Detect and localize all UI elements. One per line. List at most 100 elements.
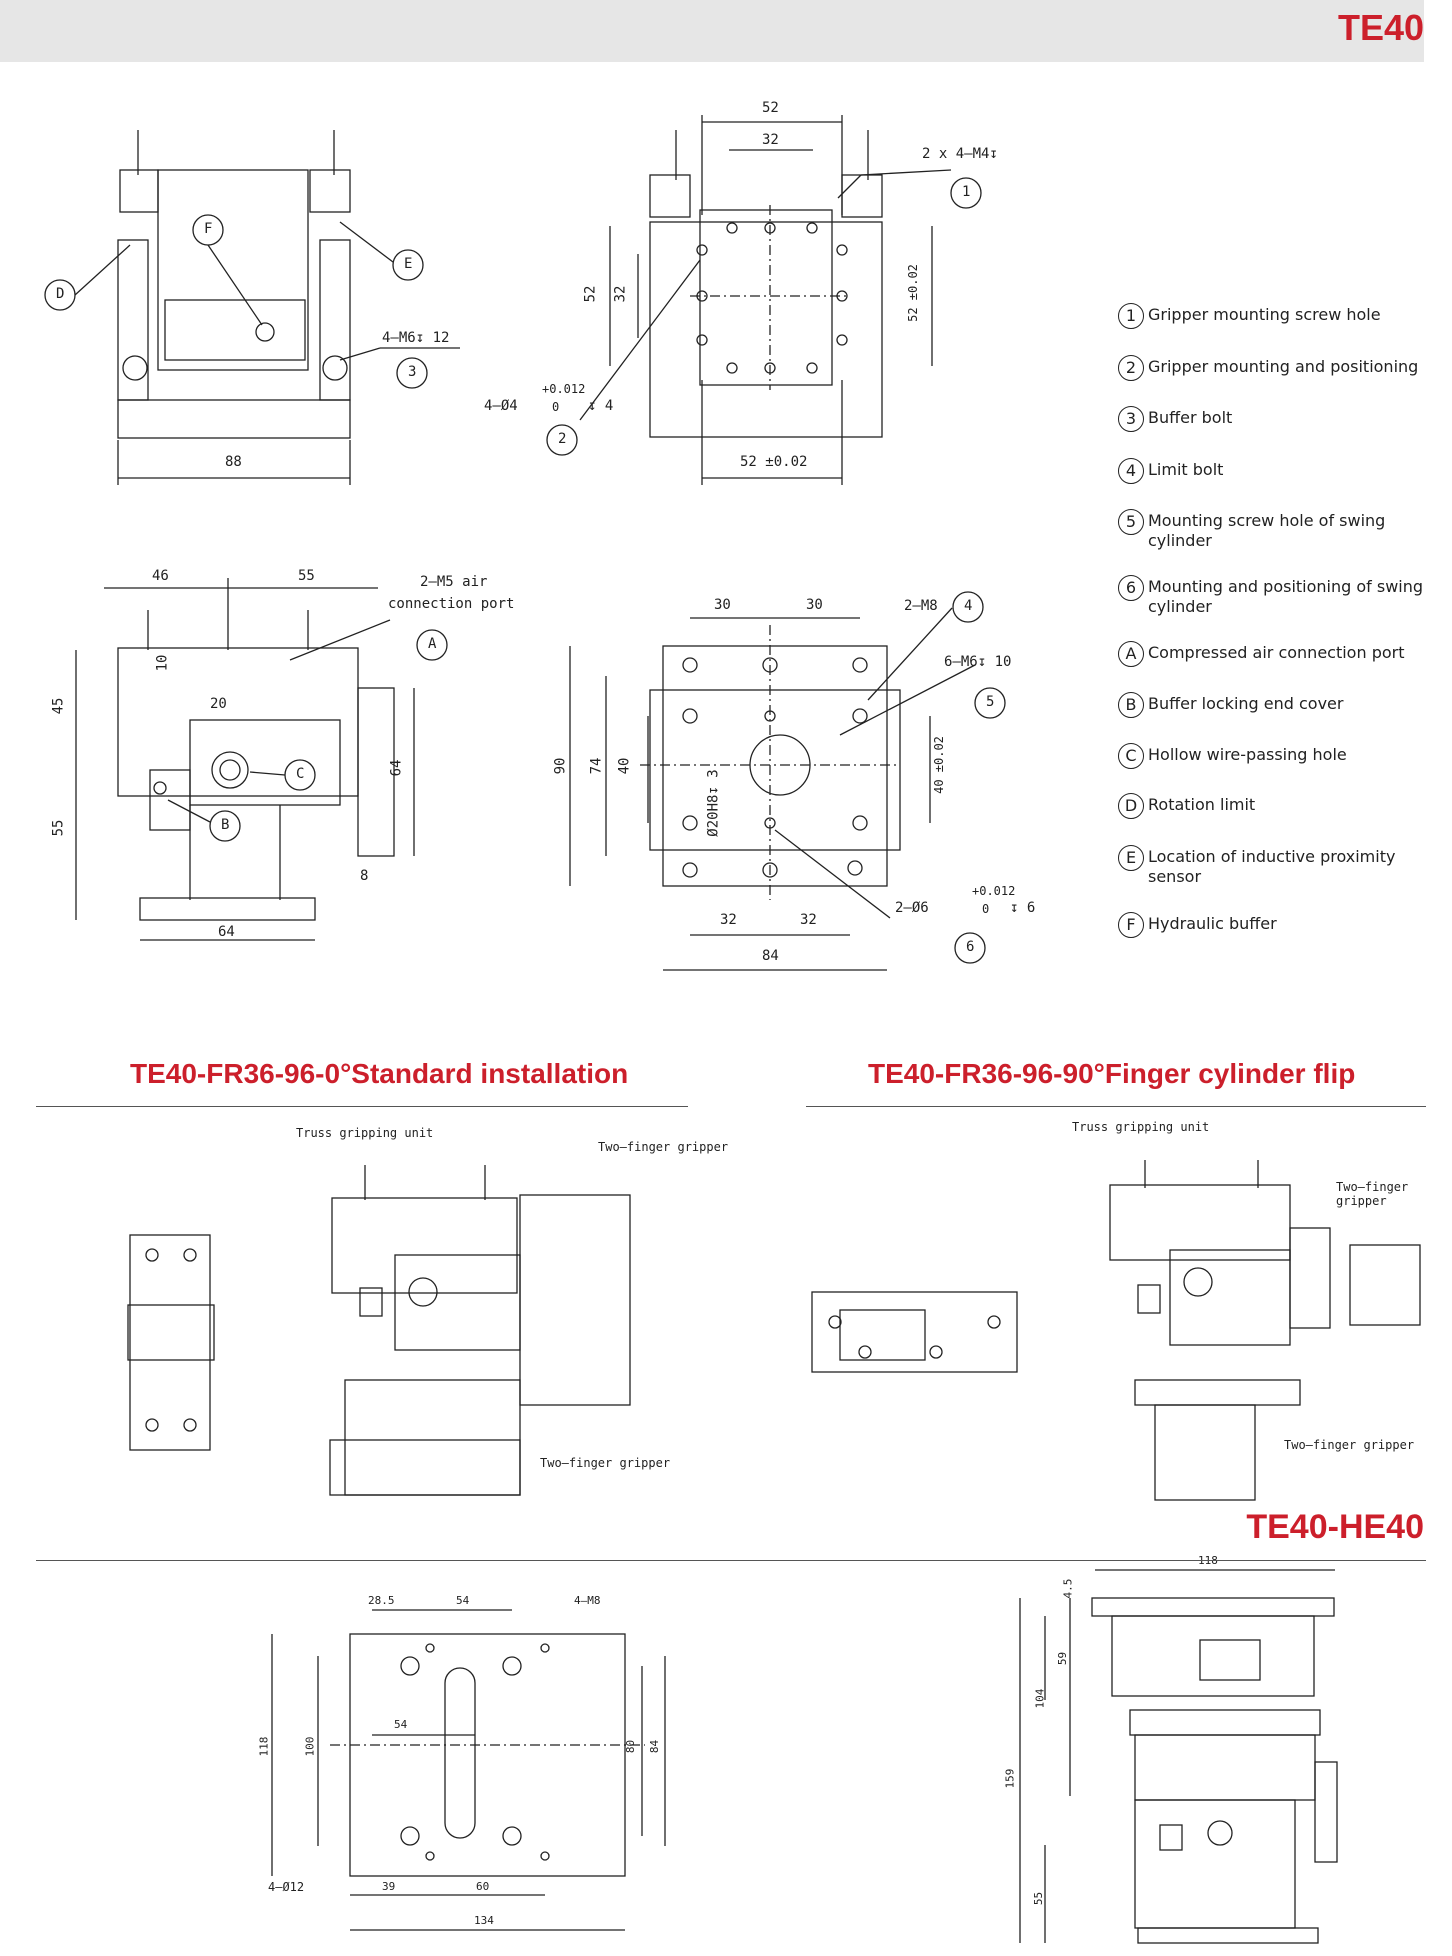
top-callout-m4: 2 x 4—M4↧ [922, 146, 998, 162]
front-callout-m6: 4—M6↧ 12 [382, 330, 450, 346]
legend-text: Limit bolt [1148, 460, 1224, 479]
divider [806, 1106, 1426, 1107]
legend-text: Mounting and positioning of swing cylind… [1148, 577, 1424, 616]
legend-item: 3 Buffer bolt [1118, 406, 1438, 432]
he40-plate-dim-84: 84 [648, 1739, 662, 1754]
legend-marker: 5 [1118, 509, 1144, 535]
legend-item: F Hydraulic buffer [1118, 912, 1438, 938]
standard-gripper-label-2: Two—finger gripper [540, 1456, 671, 1470]
he40-plate-dim-134: 134 [474, 1914, 494, 1927]
flip-truss-label: Truss gripping unit [1072, 1120, 1210, 1134]
legend-text: Hollow wire-passing hole [1148, 745, 1347, 764]
flip-gripper-label-2: Two—finger gripper [1284, 1438, 1415, 1452]
base-label-5: 5 [986, 694, 995, 710]
he40-plate-dim-80: 80 [624, 1739, 638, 1754]
legend-text: Rotation limit [1148, 795, 1256, 814]
flip-gripper-label-1: Two—finger gripper [1336, 1180, 1409, 1208]
top-tol-upper: +0.012 [542, 382, 586, 396]
side-dim-64-right: 64 [388, 759, 405, 777]
he40-plate-dim-118: 118 [257, 1736, 271, 1757]
base-dim-32-left: 32 [720, 912, 737, 928]
top-dim-52-left: 52 [582, 285, 599, 303]
base-tol-lower: 0 [982, 902, 990, 916]
base-dim-84: 84 [762, 948, 779, 964]
he40-plate-callout-m8: 4—M8 [574, 1594, 601, 1607]
he40-plate-dim-60: 60 [476, 1880, 490, 1893]
front-view-drawing [44, 130, 460, 485]
side-label-b: B [221, 817, 230, 833]
side-callout-air-2: connection port [388, 596, 515, 612]
legend-text: Compressed air connection port [1148, 643, 1405, 662]
legend-marker: F [1118, 912, 1144, 938]
base-dim-40-tol: 40 ±0.02 [931, 736, 946, 794]
legend-marker: 2 [1118, 355, 1144, 381]
base-callout-bore: Ø20H8↧ 3 [705, 769, 722, 837]
he40-side-drawing [1019, 1569, 1338, 1944]
legend-marker: 6 [1118, 575, 1144, 601]
base-dim-40: 40 [616, 757, 633, 775]
model-title: TE40 [1337, 7, 1424, 48]
base-dim-30-right: 30 [806, 597, 823, 613]
legend-item: A Compressed air connection port [1118, 641, 1438, 667]
divider [36, 1560, 1426, 1561]
top-label-1: 1 [962, 184, 971, 200]
legend-item: B Buffer locking end cover [1118, 692, 1438, 718]
top-tol-lower: 0 [552, 400, 560, 414]
side-dim-45: 45 [50, 697, 67, 715]
base-callout-pin: 2—Ø6 [895, 900, 929, 916]
section-title-he40: TE40-HE40 [1246, 1508, 1424, 1546]
legend-marker: 1 [1118, 303, 1144, 329]
front-label-e: E [404, 256, 413, 272]
he40-plate-dim-100: 100 [303, 1736, 317, 1757]
side-dim-46: 46 [152, 568, 169, 584]
top-dim-32: 32 [762, 132, 779, 148]
legend-text: Gripper mounting and positioning [1148, 357, 1419, 376]
legend-text: Location of inductive proximity sensor [1148, 847, 1396, 886]
he40-plate-drawing [271, 1609, 666, 1931]
legend-text: Mounting screw hole of swing cylinder [1148, 511, 1386, 550]
front-label-d: D [56, 286, 65, 302]
standard-installation-drawing [127, 1165, 631, 1496]
legend-item: 5 Mounting screw hole of swing cylinder [1118, 509, 1438, 551]
top-view-drawing [546, 115, 982, 485]
front-label-f: F [204, 221, 213, 237]
legend-text: Buffer bolt [1148, 408, 1233, 427]
legend-item: 6 Mounting and positioning of swing cyli… [1118, 575, 1438, 617]
legend-marker: B [1118, 692, 1144, 718]
legend-item: 4 Limit bolt [1118, 458, 1438, 484]
front-label-3: 3 [408, 364, 417, 380]
base-dim-74: 74 [588, 757, 605, 775]
top-dim-52-tol-bottom: 52 ±0.02 [740, 454, 808, 470]
legend-text: Buffer locking end cover [1148, 694, 1344, 713]
legend-item: 2 Gripper mounting and positioning [1118, 355, 1438, 381]
he40-side-dim-55: 55 [1032, 1891, 1046, 1906]
he40-side-dim-104: 104 [1033, 1688, 1047, 1709]
he40-plate-dim-39: 39 [382, 1880, 396, 1893]
divider [36, 1106, 688, 1107]
legend-marker: C [1118, 743, 1144, 769]
front-dim-width: 88 [225, 454, 242, 470]
legend-marker: D [1118, 793, 1144, 819]
he40-plate-callout-holes: 4—Ø12 [268, 1880, 305, 1894]
top-label-2: 2 [558, 431, 567, 447]
he40-plate-dim-54-mid: 54 [394, 1718, 408, 1731]
side-dim-10: 10 [154, 654, 171, 672]
top-callout-pin: 4—Ø4 [484, 398, 518, 414]
he40-plate-dim-54-top: 54 [456, 1594, 470, 1607]
base-dim-90: 90 [552, 757, 569, 775]
side-callout-air: 2—M5 air [420, 574, 488, 590]
he40-side-dim-4-5: 4.5 [1061, 1578, 1075, 1599]
legend-item: E Location of inductive proximity sensor [1118, 845, 1438, 887]
he40-side-dim-59: 59 [1056, 1651, 1070, 1666]
standard-gripper-label-1: Two—finger gripper [598, 1140, 729, 1154]
top-dim-52-tol-right: 52 ±0.02 [905, 264, 920, 322]
base-tol-upper: +0.012 [972, 884, 1016, 898]
side-label-a: A [428, 636, 437, 652]
top-depth: ↧ 4 [588, 398, 614, 414]
base-callout-m8: 2—M8 [904, 598, 938, 614]
standard-truss-label: Truss gripping unit [296, 1126, 434, 1140]
side-label-c: C [296, 766, 305, 782]
base-label-4: 4 [964, 598, 973, 614]
base-view-drawing [569, 591, 1006, 971]
